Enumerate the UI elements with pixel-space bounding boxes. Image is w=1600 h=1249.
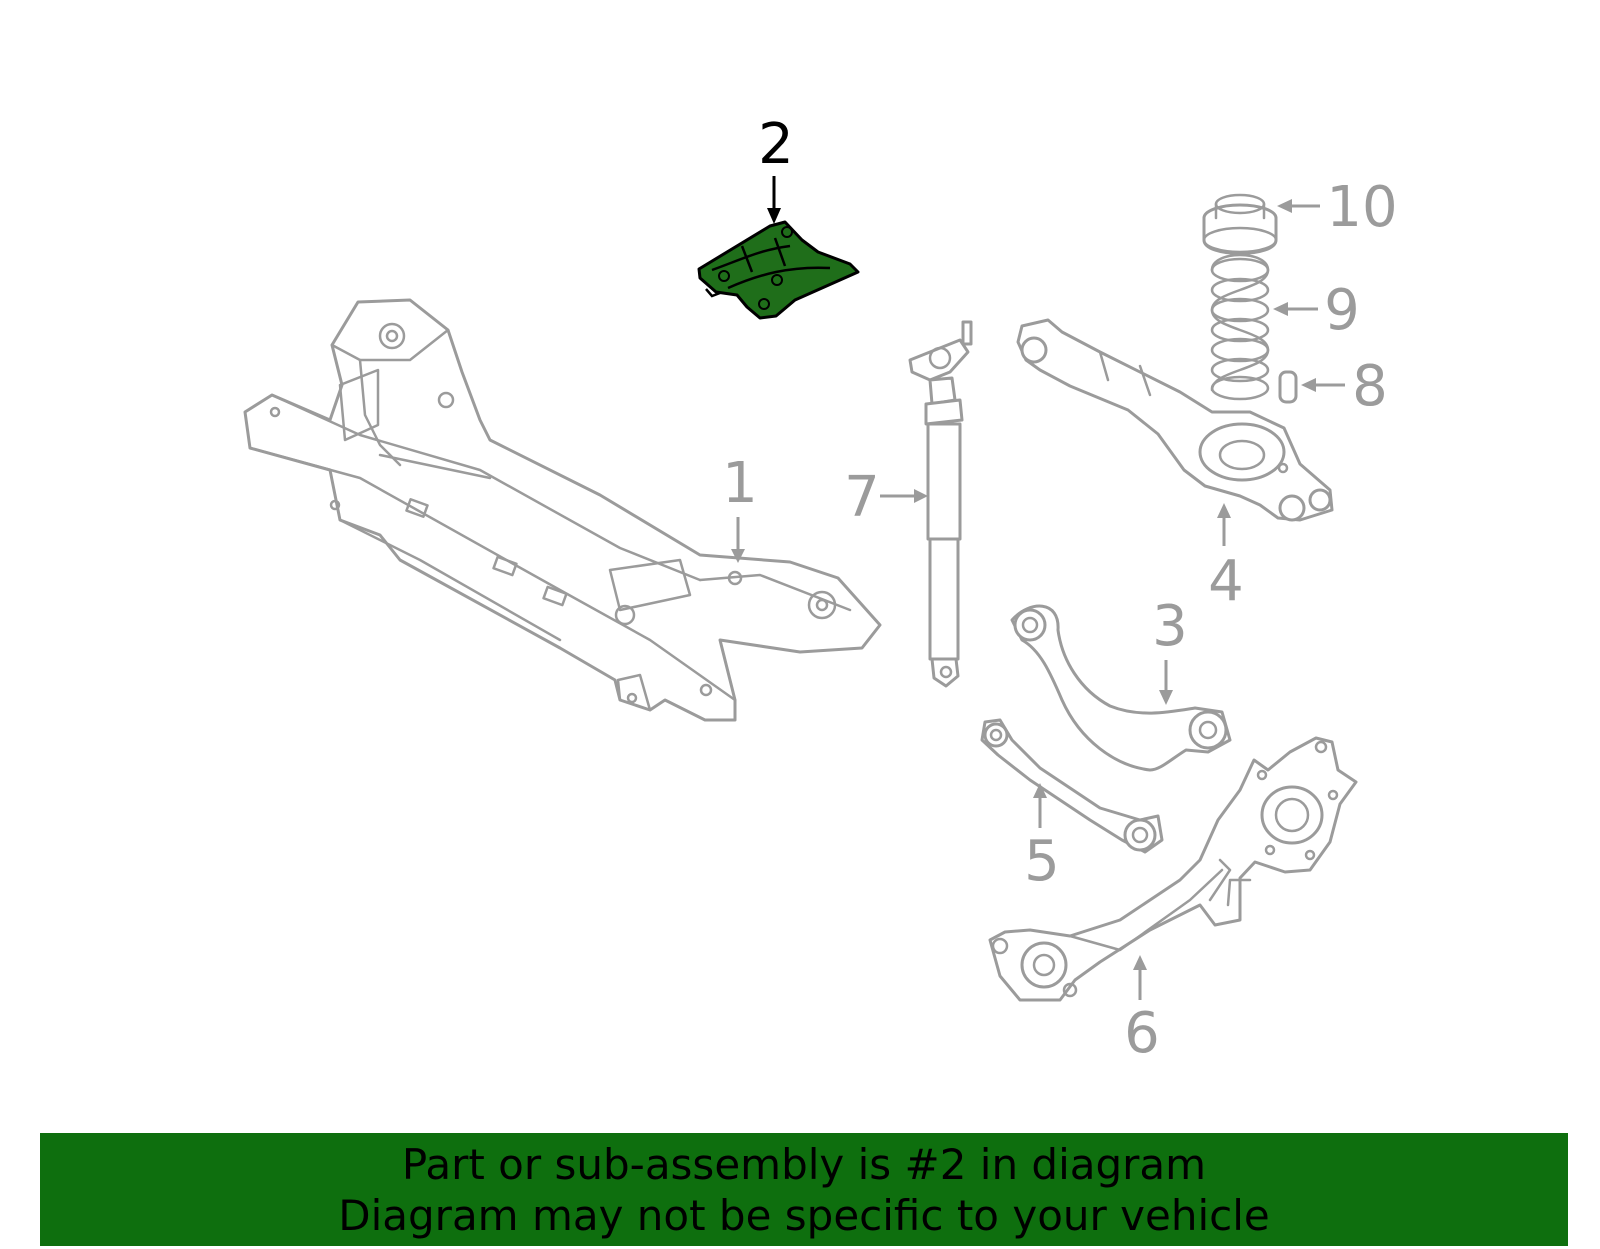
arrow-4 — [1217, 503, 1231, 518]
arrow-6 — [1133, 955, 1147, 970]
part-4-spring-arm[interactable] — [1016, 318, 1334, 522]
part-1-crossmember[interactable] — [243, 298, 882, 722]
info-banner: Part or sub-assembly is #2 in diagram Di… — [40, 1133, 1568, 1246]
arrow-5 — [1033, 783, 1047, 798]
arrow-2 — [767, 208, 781, 224]
part-3-upper-arm[interactable] — [1010, 604, 1232, 772]
callout-10[interactable]: 10 — [1326, 175, 1397, 240]
callout-5[interactable]: 5 — [1024, 829, 1060, 894]
callout-2[interactable]: 2 — [758, 112, 794, 177]
arrow-1 — [731, 549, 745, 563]
callout-4[interactable]: 4 — [1208, 549, 1244, 614]
callout-1[interactable]: 1 — [722, 451, 758, 516]
part-2-plate[interactable] — [697, 220, 860, 320]
arrow-10 — [1277, 199, 1292, 213]
arrow-7 — [914, 489, 928, 503]
arrow-3 — [1159, 690, 1173, 705]
part-9-coil-spring[interactable] — [1210, 253, 1270, 401]
leader-lines — [731, 176, 1345, 1000]
callout-8[interactable]: 8 — [1352, 354, 1388, 419]
arrow-8 — [1301, 378, 1316, 392]
part-7-shock-absorber[interactable] — [908, 320, 973, 688]
part-10-spring-seat[interactable] — [1202, 193, 1278, 255]
callout-7[interactable]: 7 — [844, 465, 880, 530]
part-8-bump-stop[interactable] — [1278, 370, 1298, 404]
part-6-trailing-arm-knuckle[interactable] — [988, 736, 1358, 1002]
banner-line-2: Diagram may not be specific to your vehi… — [338, 1190, 1270, 1240]
banner-line-1: Part or sub-assembly is #2 in diagram — [401, 1139, 1207, 1189]
callout-3[interactable]: 3 — [1152, 594, 1188, 659]
part-5-lateral-link[interactable] — [980, 718, 1164, 854]
callout-9[interactable]: 9 — [1324, 278, 1360, 343]
arrow-9 — [1273, 302, 1288, 316]
callout-6[interactable]: 6 — [1124, 1001, 1160, 1066]
